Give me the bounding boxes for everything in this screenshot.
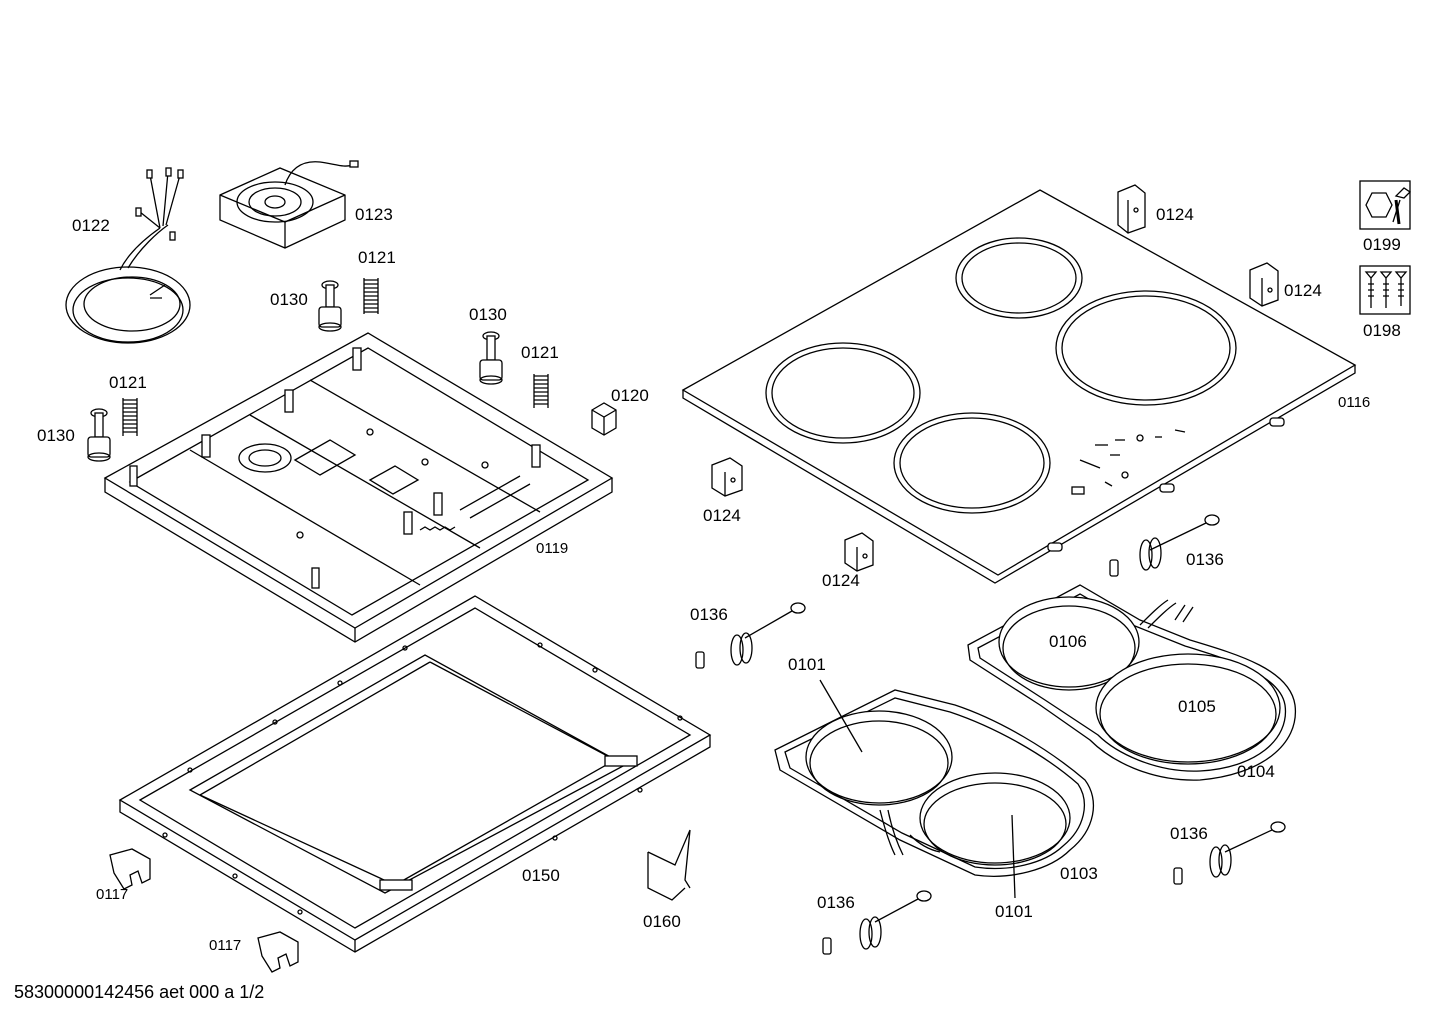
label-0130-a: 0130 xyxy=(270,290,308,309)
clamp-0117-b xyxy=(257,931,299,973)
seal-0160 xyxy=(647,829,691,901)
heater-carrier-0104 xyxy=(967,584,1297,781)
label-0199: 0199 xyxy=(1363,235,1401,254)
clamp-0117-a xyxy=(109,848,151,890)
label-0136-c: 0136 xyxy=(1170,824,1208,843)
label-0117-b: 0117 xyxy=(209,937,242,954)
label-0123: 0123 xyxy=(355,205,393,224)
label-0105: 0105 xyxy=(1178,697,1216,716)
label-0101-b: 0101 xyxy=(995,902,1033,921)
label-0136-a: 0136 xyxy=(1186,550,1224,569)
bracket-0124-a xyxy=(1117,184,1146,234)
bracket-0124-b xyxy=(1249,262,1279,307)
label-0106: 0106 xyxy=(1049,632,1087,651)
wrench-nut-icon xyxy=(1359,180,1412,230)
spring-0121-a xyxy=(363,278,379,314)
label-0122: 0122 xyxy=(72,216,110,235)
label-0120: 0120 xyxy=(611,386,649,405)
foot-pin-0130-b xyxy=(479,331,503,385)
housing-tray-0119 xyxy=(103,332,614,643)
sensor-0136-a xyxy=(1109,514,1220,577)
bracket-0124-d xyxy=(844,532,874,572)
label-0160: 0160 xyxy=(643,912,681,931)
sensor-0136-d xyxy=(822,890,932,955)
leader-lines xyxy=(819,679,1016,899)
touch-controls xyxy=(1071,429,1186,495)
cooling-fan-0123 xyxy=(219,160,359,249)
spring-0121-b xyxy=(533,374,549,408)
label-0116: 0116 xyxy=(1338,394,1371,411)
drawing-number: 58300000142456 aet 000 a 1/2 xyxy=(14,982,265,1002)
label-0121-b: 0121 xyxy=(521,343,559,362)
label-0136-d: 0136 xyxy=(817,893,855,912)
label-0121-c: 0121 xyxy=(109,373,147,392)
label-0124-a: 0124 xyxy=(1156,205,1194,224)
hob-glass-top xyxy=(681,189,1357,584)
label-0119: 0119 xyxy=(536,540,569,557)
label-0130-c: 0130 xyxy=(37,426,75,445)
mounting-frame-0150 xyxy=(118,595,712,953)
label-0103: 0103 xyxy=(1060,864,1098,883)
label-0124-b: 0124 xyxy=(1284,281,1322,300)
label-0130-b: 0130 xyxy=(469,305,507,324)
clip-0120 xyxy=(591,402,617,436)
sensor-0136-c xyxy=(1173,821,1286,885)
label-0124-c: 0124 xyxy=(703,506,741,525)
label-0150: 0150 xyxy=(522,866,560,885)
label-0121-a: 0121 xyxy=(358,248,396,267)
heater-carrier-0103 xyxy=(774,689,1095,877)
label-0101-a: 0101 xyxy=(788,655,826,674)
bracket-0124-c xyxy=(711,457,743,497)
foot-pin-0130-c xyxy=(87,408,111,462)
cable-harness-0122 xyxy=(65,167,191,344)
label-0124-d: 0124 xyxy=(822,571,860,590)
screws-icon xyxy=(1359,265,1411,315)
label-0136-b: 0136 xyxy=(690,605,728,624)
label-0117-a: 0117 xyxy=(96,886,129,903)
sensor-0136-b xyxy=(695,602,806,669)
label-0104: 0104 xyxy=(1237,762,1275,781)
label-0198: 0198 xyxy=(1363,321,1401,340)
foot-pin-0130-a xyxy=(318,280,342,332)
spring-0121-c xyxy=(122,398,138,436)
